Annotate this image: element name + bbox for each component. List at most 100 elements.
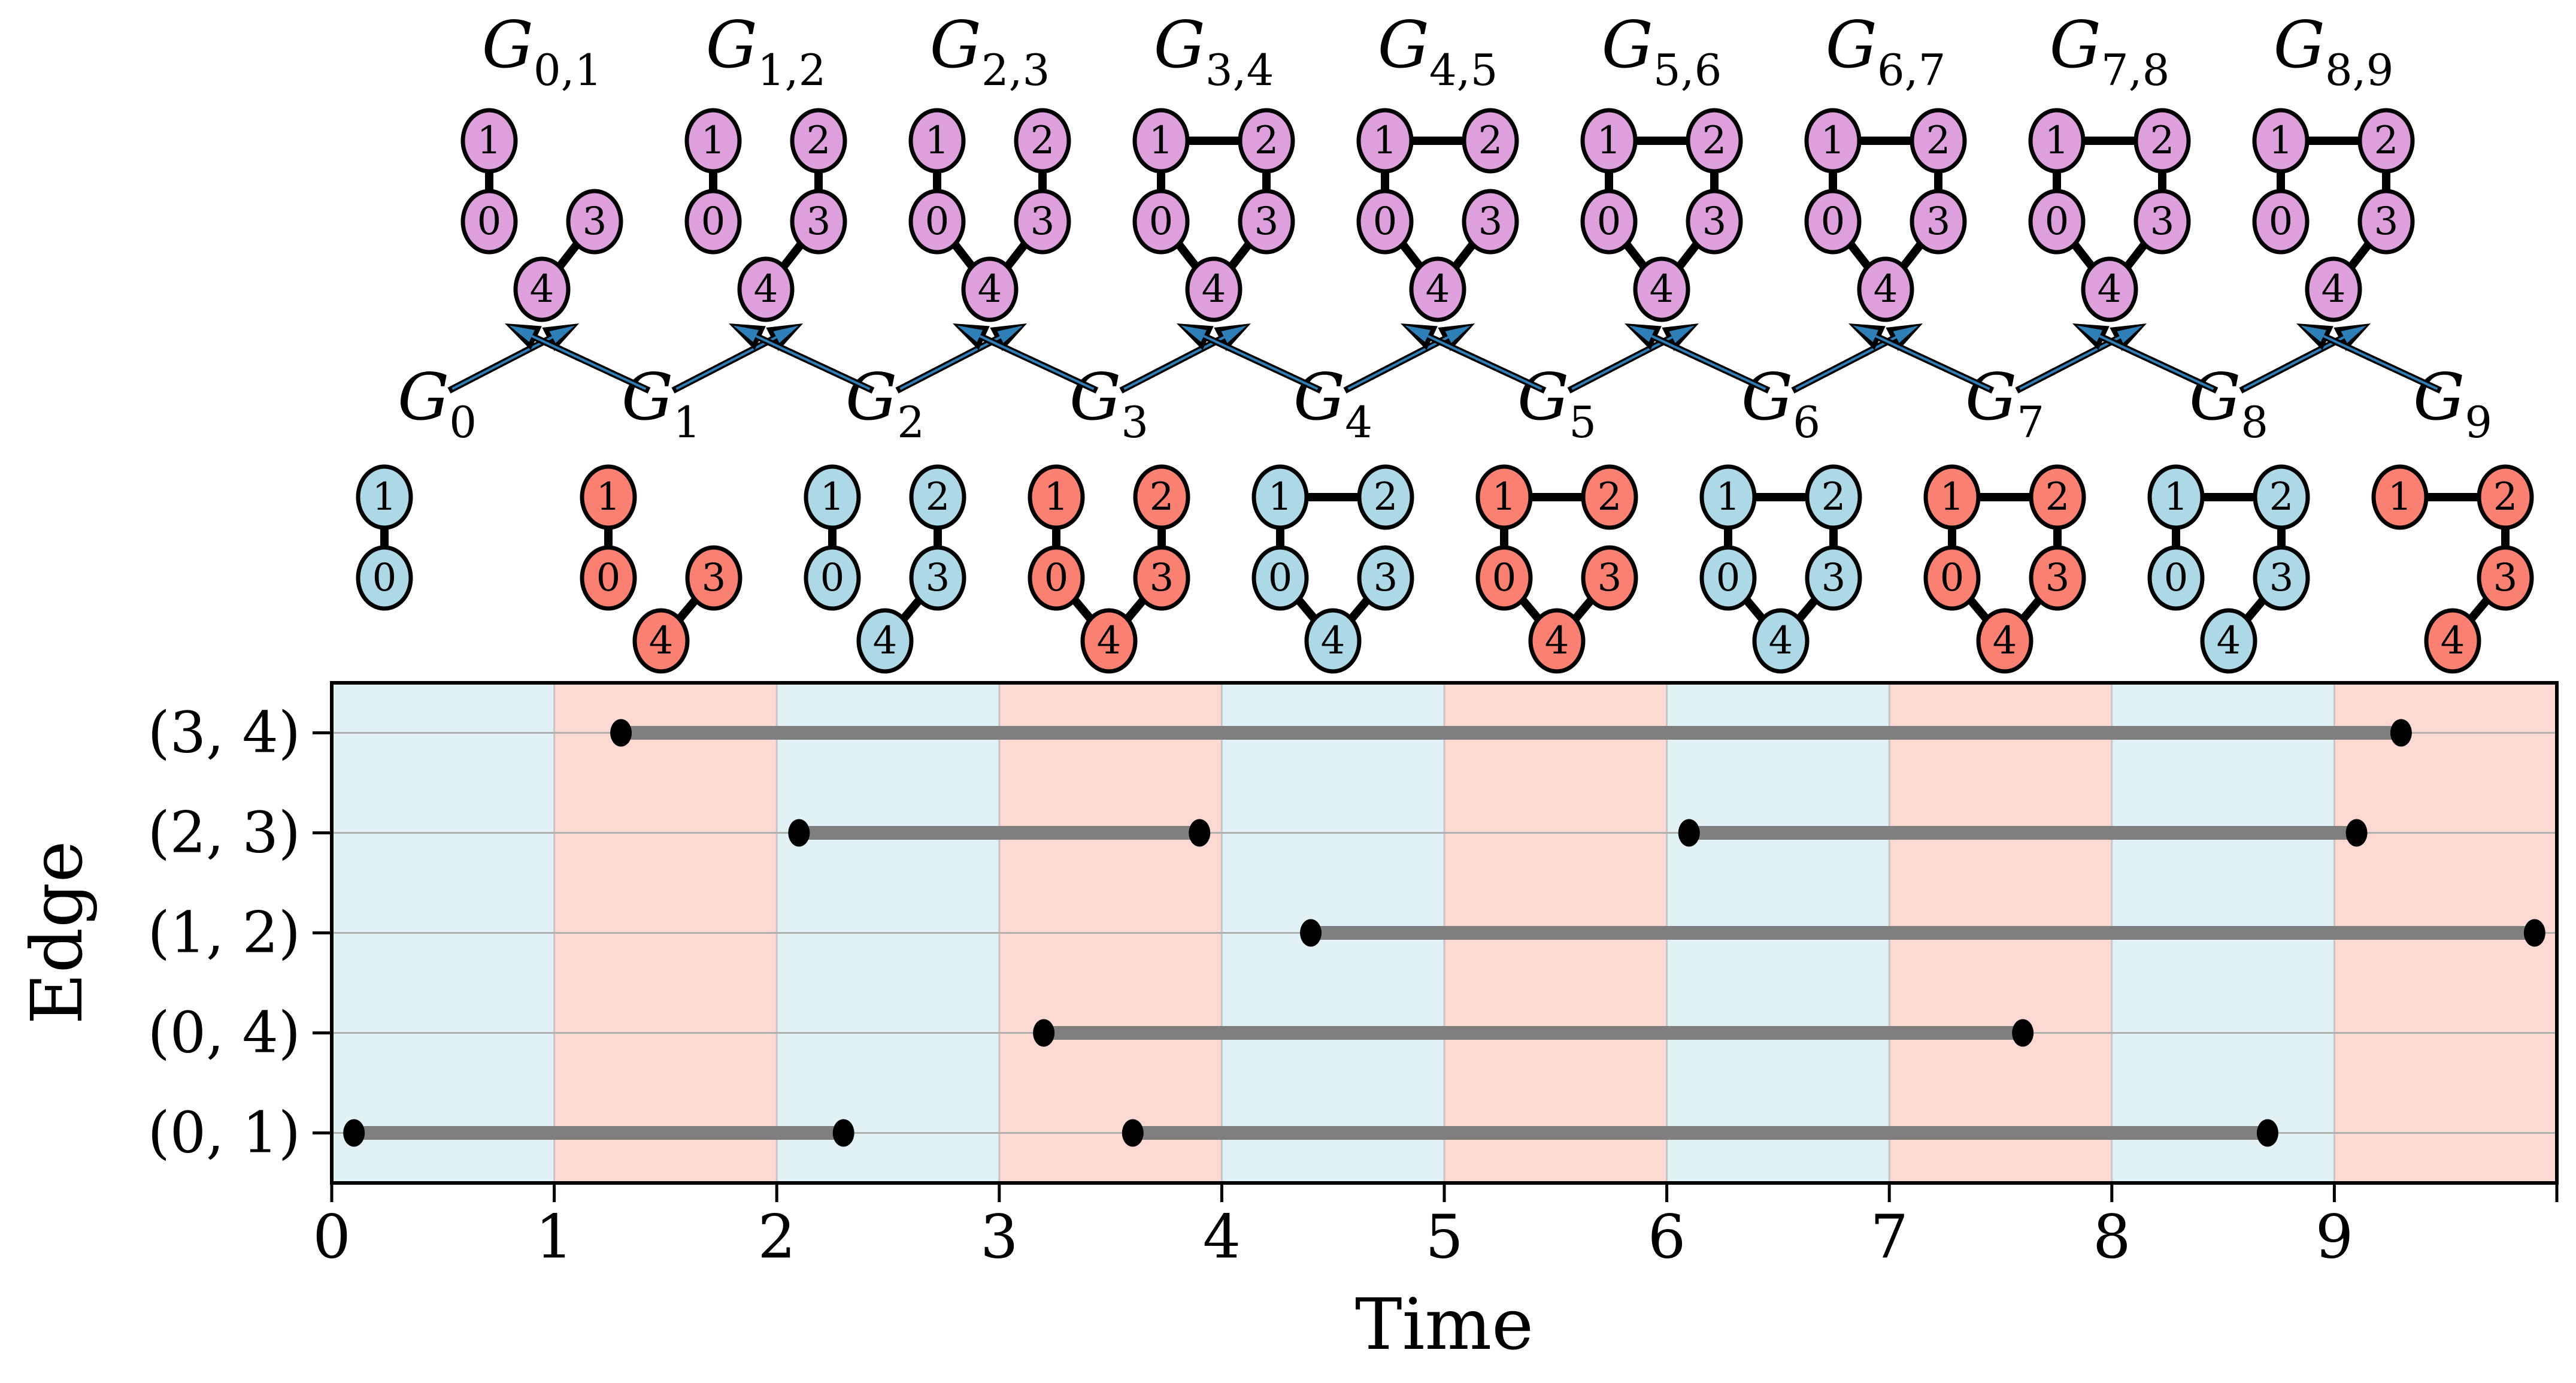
node-4 bbox=[513, 256, 571, 322]
node-1 bbox=[2371, 464, 2429, 530]
node-0 bbox=[1475, 545, 1533, 611]
arrow-shaft-inner bbox=[2323, 335, 2438, 391]
node-2 bbox=[1014, 108, 1071, 174]
node-0 bbox=[1923, 545, 1981, 611]
node-label-2: 2 bbox=[2150, 119, 2175, 163]
arrow-head-inner bbox=[1405, 325, 1431, 343]
node-label-3: 3 bbox=[1926, 199, 1951, 244]
mapping-arrow-icon bbox=[1401, 323, 1547, 394]
node-label-4: 4 bbox=[2098, 267, 2122, 311]
node-label-0: 0 bbox=[925, 199, 950, 244]
node-label-0: 0 bbox=[2164, 556, 2189, 600]
interval-bar bbox=[1311, 926, 2535, 940]
node-label-1: 1 bbox=[596, 475, 621, 519]
node-3 bbox=[2133, 189, 2191, 255]
arrow-shaft-inner bbox=[1875, 335, 1990, 391]
node-4 bbox=[961, 256, 1019, 322]
node-1 bbox=[908, 108, 966, 174]
node-label-1: 1 bbox=[2388, 475, 2413, 519]
interval-endpoint-dot bbox=[832, 1119, 854, 1147]
node-4 bbox=[1857, 256, 1914, 322]
node-4 bbox=[737, 256, 795, 322]
mapping-arrow-icon bbox=[2296, 323, 2442, 394]
arrow-head-inner bbox=[1853, 325, 1878, 343]
mapping-arrow-icon bbox=[2015, 323, 2147, 394]
node-label-4: 4 bbox=[1202, 267, 1226, 311]
node-0 bbox=[1580, 189, 1638, 255]
node-label-4: 4 bbox=[2322, 267, 2346, 311]
node-1 bbox=[1923, 464, 1981, 530]
node-3 bbox=[685, 545, 743, 611]
node-2 bbox=[1805, 464, 1862, 530]
interval-bar bbox=[1689, 826, 2357, 840]
arrow-shaft-inner bbox=[1203, 335, 1319, 391]
node-3 bbox=[1238, 189, 1295, 255]
node-4 bbox=[2424, 608, 2481, 674]
node-label-2: 2 bbox=[807, 119, 831, 163]
node-label-2: 2 bbox=[1374, 475, 1398, 519]
y-tick-label: (3, 4) bbox=[148, 700, 301, 766]
node-label-4: 4 bbox=[1993, 619, 2017, 663]
node-label-0: 0 bbox=[1268, 556, 1293, 600]
x-tick-label: 9 bbox=[2316, 1202, 2354, 1272]
union-graph-label-1-2: G1,2 bbox=[706, 8, 826, 95]
node-label-1: 1 bbox=[1821, 119, 1845, 163]
node-3 bbox=[790, 189, 847, 255]
arrow-shaft-inner bbox=[1347, 336, 1449, 391]
node-0 bbox=[908, 189, 966, 255]
node-2 bbox=[1238, 108, 1295, 174]
node-label-0: 0 bbox=[1597, 199, 1622, 244]
node-1 bbox=[1251, 464, 1309, 530]
node-label-4: 4 bbox=[754, 267, 778, 311]
node-label-3: 3 bbox=[926, 556, 950, 600]
arrow-shaft-inner bbox=[1123, 336, 1225, 391]
node-label-2: 2 bbox=[1598, 475, 1622, 519]
interval-endpoint-dot bbox=[2390, 719, 2412, 747]
node-label-2: 2 bbox=[1478, 119, 1503, 163]
node-3 bbox=[1357, 545, 1414, 611]
node-label-1: 1 bbox=[1716, 475, 1741, 519]
snapshot-graph-label-9: G9 bbox=[2413, 360, 2492, 447]
node-1 bbox=[1475, 464, 1533, 530]
node-label-1: 1 bbox=[2269, 119, 2293, 163]
node-label-4: 4 bbox=[1097, 619, 1122, 663]
node-label-1: 1 bbox=[701, 119, 726, 163]
arrow-shaft-inner bbox=[979, 335, 1095, 391]
snapshot-graph-label-7: G7 bbox=[1965, 360, 2044, 447]
arrow-head-inner bbox=[2117, 325, 2142, 343]
union-graph-label-4-5: G4,5 bbox=[1378, 8, 1498, 95]
mapping-arrow-icon bbox=[2239, 323, 2371, 394]
node-3 bbox=[1805, 545, 1862, 611]
x-axis-title: Time bbox=[1354, 1283, 1534, 1366]
interval-endpoint-dot bbox=[1300, 919, 1322, 947]
y-tick-label: (0, 1) bbox=[148, 1100, 301, 1166]
arrow-head-inner bbox=[509, 325, 535, 343]
x-tick-label: 2 bbox=[757, 1202, 796, 1272]
node-label-2: 2 bbox=[2493, 475, 2518, 519]
interval-endpoint-dot bbox=[610, 719, 632, 747]
node-label-1: 1 bbox=[1044, 475, 1069, 519]
node-label-1: 1 bbox=[820, 475, 845, 519]
node-0 bbox=[1251, 545, 1309, 611]
interval-bar bbox=[1132, 1126, 2268, 1140]
mapping-arrow-icon bbox=[953, 323, 1099, 394]
node-label-4: 4 bbox=[1650, 267, 1674, 311]
node-3 bbox=[2477, 545, 2534, 611]
union-graph-label-3-4: G3,4 bbox=[1154, 8, 1274, 95]
node-1 bbox=[2028, 108, 2086, 174]
interval-bar bbox=[621, 726, 2401, 740]
node-label-1: 1 bbox=[1940, 475, 1965, 519]
x-tick-label: 6 bbox=[1648, 1202, 1686, 1272]
arrow-shaft-inner bbox=[1795, 336, 1897, 391]
node-0 bbox=[804, 545, 861, 611]
arrow-head-inner bbox=[1893, 325, 1919, 343]
arrow-shaft-inner bbox=[451, 336, 553, 391]
node-label-1: 1 bbox=[372, 475, 397, 519]
